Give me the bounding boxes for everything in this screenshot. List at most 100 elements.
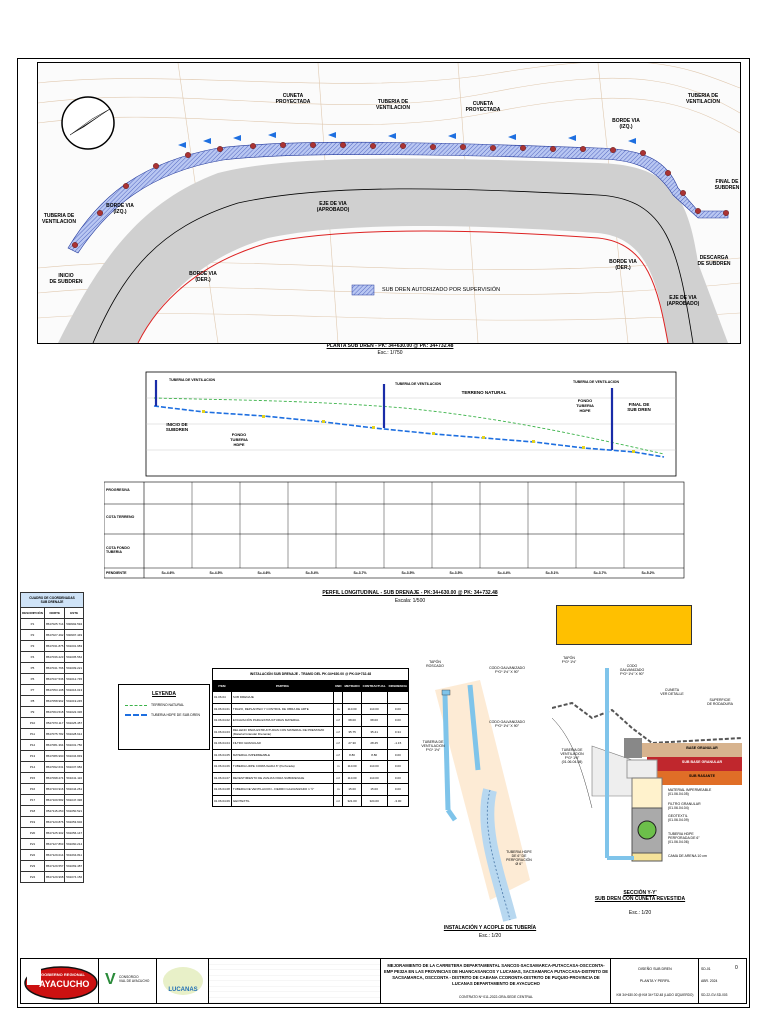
- pend-2: S=-4.5%: [209, 571, 223, 575]
- road-surface: [58, 158, 728, 343]
- coord-cell: 8547058.962: [44, 695, 66, 707]
- coord-cell: P24: [19, 871, 46, 883]
- gob-label: GOBIERNO REGIONAL: [41, 972, 86, 977]
- revision: 0: [735, 965, 738, 971]
- coord-cell: P1: [19, 618, 46, 630]
- install-cell: m: [333, 702, 344, 715]
- pend-3: S=-4.6%: [257, 571, 271, 575]
- coord-cell: 8547103.916: [44, 783, 66, 795]
- lucanas-label: LUCANAS: [168, 987, 198, 993]
- legend-terreno-label: TERRENO NATURAL: [151, 703, 185, 707]
- row-label-progresiva: PROGRESIVA: [106, 488, 130, 492]
- det-tapon: TAPÓN ROSCADO: [426, 660, 444, 668]
- coord-cell: P21: [19, 838, 46, 850]
- coord-cell: 591053.602: [64, 816, 84, 828]
- coord-cell: P9: [19, 706, 46, 718]
- install-cell: 110.00: [342, 760, 362, 773]
- label-tuberia-2: TUBERIA DE VENTILACION: [686, 93, 720, 105]
- sec-geotextil: GEOTEXTIL (01.06.04.09): [668, 814, 689, 822]
- install-cell: 0.00: [386, 771, 410, 784]
- install-cell: 110.00: [360, 771, 388, 784]
- sec-cuneta: CUNETA VER DETALLE: [660, 688, 684, 696]
- plan-name-2: PLANTA Y PERFIL: [639, 979, 671, 983]
- profile-inicio: INICIO DE SUBDREN: [165, 422, 189, 432]
- install-cell: TUBERIA HDPE CORRUGADA 6" (Perforada): [230, 760, 334, 773]
- sec-codo: CODO GALVANIZADO FºGº 1½" X 90°: [619, 664, 645, 676]
- plan-name-1: DISEÑO SUB DREN: [638, 967, 672, 971]
- install-cell: FILTRO GRANULAR: [230, 737, 334, 750]
- coord-cell: P14: [19, 761, 46, 773]
- det-tuberia-v: TUBERIA DE VENTILACION FºGº 1½": [421, 740, 445, 752]
- plan-drawing: [38, 63, 740, 343]
- install-detail-title: INSTALACIÓN Y ACOPLE DE TUBERÍA: [443, 925, 537, 931]
- legend-row-tuberia: TUBERIA HDPE DE SUB DREN: [125, 713, 203, 717]
- pend-5: S=-3.7%: [353, 571, 367, 575]
- coord-cell: P4: [19, 651, 46, 663]
- row-label-cota: COTA TERRENO: [106, 515, 135, 519]
- coord-cell: P10: [19, 717, 46, 729]
- install-cell: [360, 691, 388, 704]
- install-cell: 15.00: [342, 783, 362, 796]
- coord-cell: 8547027.492: [44, 629, 66, 641]
- profile-terreno: TERRENO NATURAL: [461, 390, 507, 395]
- it-h-contractual: CONTRACTUAL: [360, 679, 388, 692]
- legend-tuberia-label: TUBERIA HDPE DE SUB DREN: [151, 713, 200, 717]
- install-cell: m³: [333, 725, 344, 738]
- natural-ground-line: [153, 397, 665, 455]
- coord-cell: 8547086.990: [44, 750, 66, 762]
- project-title: MEJORAMIENTO DE LA CARRETERA DEPARTAMENT…: [383, 963, 609, 986]
- it-h-partida: PARTIDA: [230, 679, 334, 692]
- install-cell: 324.00: [360, 794, 388, 807]
- install-cell: 28.45: [360, 737, 388, 750]
- coord-cell: 8547064.518: [44, 706, 66, 718]
- coord-cell: P18: [19, 805, 46, 817]
- det-codo: CODO GALVANIZADO FºGº 1½" X 90°: [489, 666, 525, 674]
- coord-cell: P16: [19, 783, 46, 795]
- label-eje: EJE DE VIA (APROBADO): [316, 201, 350, 213]
- coord-cell: 591037.982: [64, 761, 84, 773]
- coordinates-table: CUADRO DE COORDENADAS SUB DRENAJE DESCRI…: [19, 592, 84, 883]
- install-cell: 0.00: [386, 714, 410, 727]
- install-cell: 01.06.04.09: [212, 794, 232, 807]
- label-borde-der: BORDE VIA (DER.): [189, 271, 217, 283]
- coord-cell: 8547025.714: [44, 618, 66, 630]
- row-label-pendiente: PENDIENTE: [106, 571, 127, 575]
- coords-h-norte: NORTE: [44, 607, 66, 619]
- install-cell: 68.00: [360, 714, 388, 727]
- gob-ayacucho-logo: [24, 966, 98, 1000]
- det-codo-2: CODO GALVANIZADO FºGº 1½" X 90°: [489, 720, 525, 728]
- profile-title: PERFIL LONGITUDINAL - SUB DRENAJE - PK:3…: [322, 590, 498, 596]
- label-cuneta-1: CUNETA PROYECTADA: [275, 93, 311, 105]
- pend-8: S=-4.4%: [497, 571, 511, 575]
- coord-cell: 8547075.782: [44, 728, 66, 740]
- coord-cell: 591064.811: [64, 849, 84, 861]
- coords-h-desc: DESCRIPCIÓN: [19, 607, 46, 619]
- coord-cell: P20: [19, 827, 46, 839]
- coord-cell: 8547036.223: [44, 651, 66, 663]
- coord-cell: 8547098.274: [44, 772, 66, 784]
- coord-cell: P19: [19, 816, 46, 828]
- install-cell: m³: [333, 714, 344, 727]
- title-block: GOBIERNO REGIONAL AYACUCHO V CONSORCIO V…: [20, 958, 747, 1004]
- install-cell: m: [333, 783, 344, 796]
- sec-superficie: SUPERFICIE DE RODADURA: [707, 698, 733, 706]
- install-cell: REVESTIMIENTO DE ZANJAS PARA SUBDRENAJE: [230, 771, 334, 784]
- sheet-cell: SD-01 0 ABR. 2024 SD-22-GV-SD-003: [699, 959, 748, 1003]
- coords-h-este: ESTE: [64, 607, 84, 619]
- install-cell: m²: [333, 794, 344, 807]
- coord-cell: 8547120.876: [44, 816, 66, 828]
- install-cell: 0.00: [386, 702, 410, 715]
- plan-view: SUB DREN AUTORIZADO POR SUPERVISIÓN BORD…: [37, 62, 741, 344]
